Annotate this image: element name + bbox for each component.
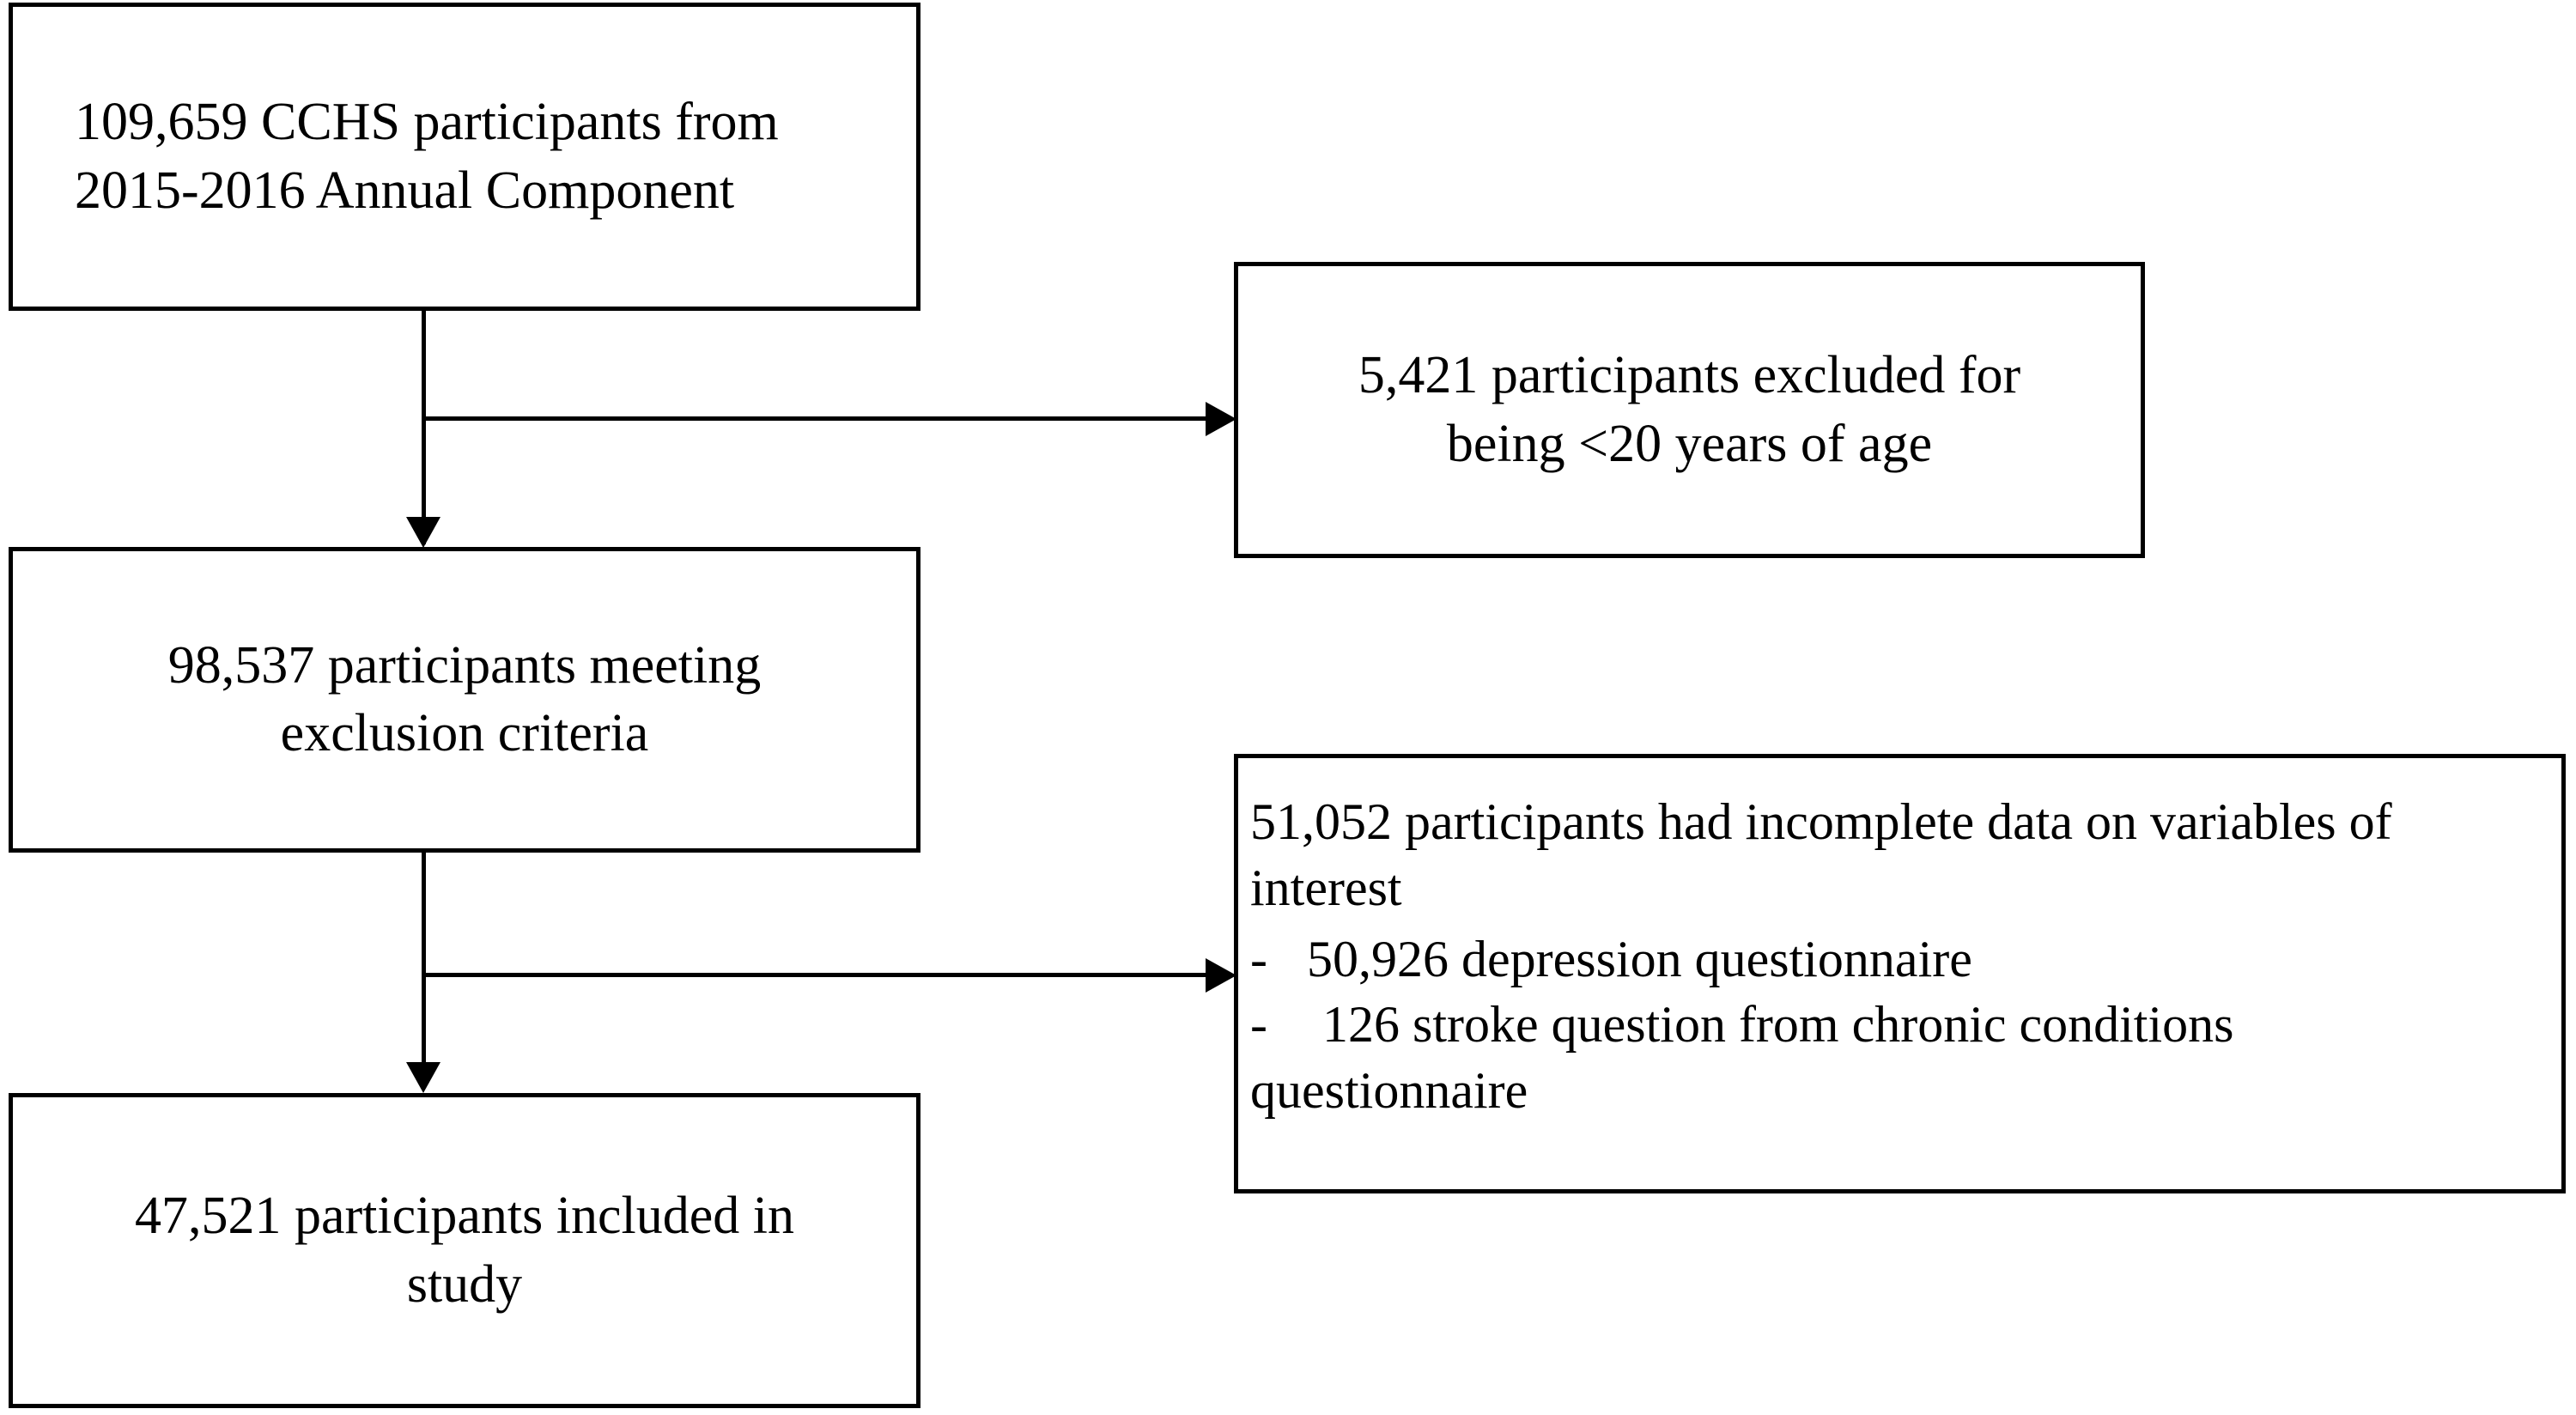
arrowhead-down-icon [406, 517, 440, 548]
bullet-dash-icon: - [1250, 930, 1267, 987]
arrowhead-right-icon [1206, 402, 1236, 436]
node-included-in-study-label: 47,521 participants included in study [135, 1187, 794, 1314]
connector-source-to-meeting-trunk [422, 311, 426, 517]
arrowhead-down-icon [406, 1062, 440, 1093]
node-meeting-criteria-label: 98,537 participants meeting exclusion cr… [167, 635, 762, 762]
node-excluded-incomplete-lead: 51,052 participants had incomplete data … [1250, 793, 2392, 916]
connector-source-to-excluded-age [423, 416, 1218, 421]
list-item-label: 126 stroke question from chronic conditi… [1322, 996, 2234, 1054]
node-excluded-incomplete-tail: questionnaire [1250, 1062, 1528, 1120]
connector-meeting-to-included-trunk [422, 853, 426, 1062]
bullet-dash-icon: - [1250, 996, 1267, 1054]
node-meeting-criteria: 98,537 participants meeting exclusion cr… [9, 547, 920, 853]
exclusion-reason-list: - 50,926 depression questionnaire - 126 … [1250, 926, 2536, 1059]
node-excluded-incomplete-body: 51,052 participants had incomplete data … [1238, 758, 2561, 1124]
node-excluded-age-label: 5,421 participants excluded for being <2… [1358, 346, 2021, 473]
node-source-cohort: 109,659 CCHS participants from 2015-2016… [9, 3, 920, 311]
node-included-in-study: 47,521 participants included in study [9, 1093, 920, 1408]
node-excluded-age: 5,421 participants excluded for being <2… [1234, 262, 2145, 558]
connector-meeting-to-excluded-incomplete [423, 973, 1218, 977]
node-excluded-incomplete-data: 51,052 participants had incomplete data … [1234, 754, 2566, 1193]
list-item: - 126 stroke question from chronic condi… [1250, 992, 2536, 1058]
node-source-cohort-label: 109,659 CCHS participants from 2015-2016… [75, 93, 779, 220]
arrowhead-right-icon [1206, 958, 1236, 993]
list-item-label: 50,926 depression questionnaire [1307, 930, 1972, 987]
list-item: - 50,926 depression questionnaire [1250, 926, 2536, 993]
